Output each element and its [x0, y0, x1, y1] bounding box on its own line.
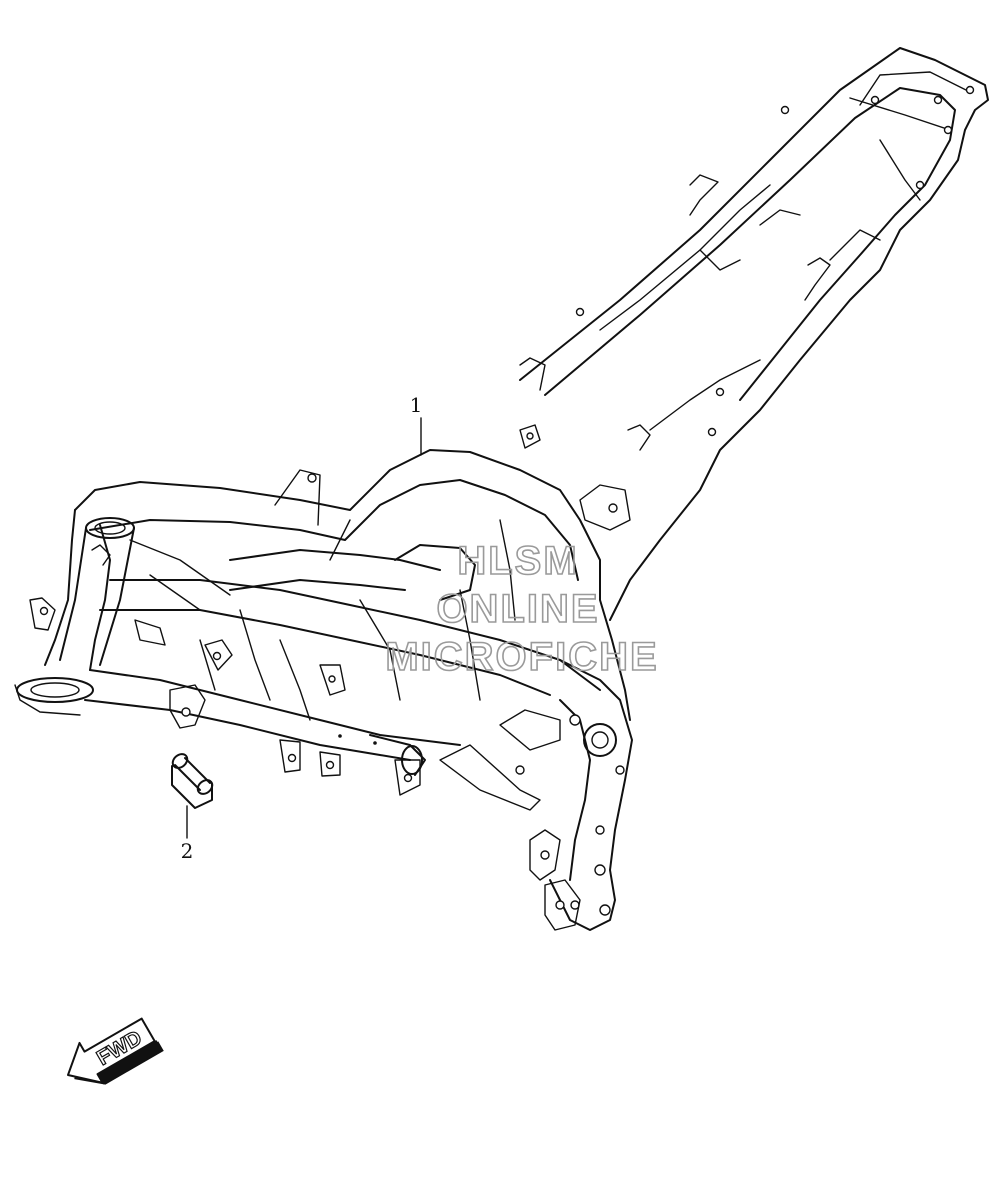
rear-subframe: [519, 47, 989, 621]
frame-drawing: [14, 47, 989, 931]
spacer-part-drawing: [171, 753, 214, 809]
watermark-line-3: MICROFICHE: [385, 635, 658, 679]
fwd-direction-marker: FWD: [67, 1017, 164, 1085]
callout-2: 2: [181, 805, 194, 863]
watermark: HLSM ONLINE MICROFICHE: [385, 538, 658, 680]
callout-label-2: 2: [181, 839, 194, 863]
mounting-tabs: [134, 424, 631, 777]
swingarm-pivot-section: [369, 659, 633, 931]
callout-label-1: 1: [410, 393, 423, 417]
watermark-line-1: HLSM: [457, 539, 578, 583]
callout-1: 1: [410, 393, 423, 456]
main-spars: [44, 449, 631, 761]
watermark-line-2: ONLINE: [436, 587, 599, 631]
steering-head: [14, 517, 135, 716]
